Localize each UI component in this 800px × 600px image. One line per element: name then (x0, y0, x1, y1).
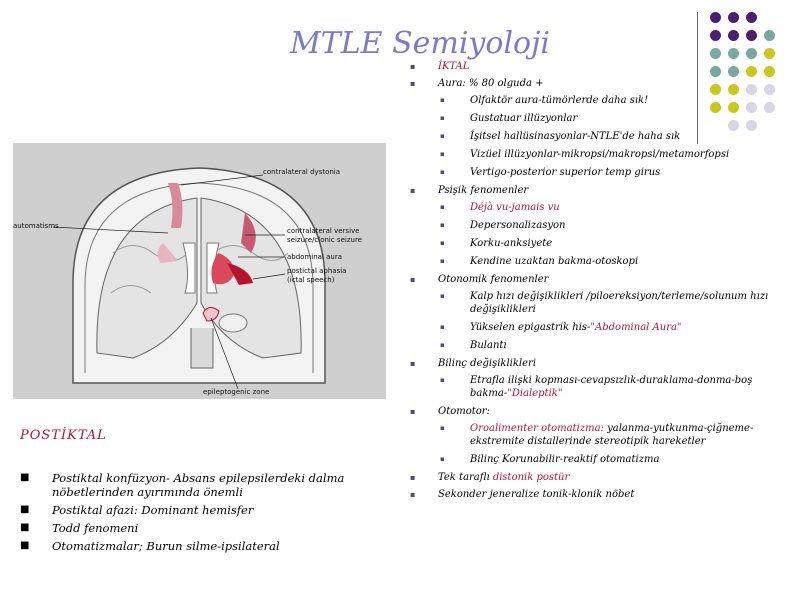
decorative-dot (710, 48, 721, 59)
label-automatisms: automatisms (13, 222, 59, 230)
decorative-dot (764, 84, 775, 95)
postiktal-item: ■Postiktal konfüzyon- Absans epilepsiler… (20, 471, 345, 499)
label-aphasia-line1: postictal aphasia (287, 267, 347, 275)
bullet-icon: ▪ (440, 376, 445, 384)
decorative-dot (764, 66, 775, 77)
decorative-dot (710, 66, 721, 77)
decorative-divider (697, 12, 698, 144)
postiktal-item: ■Todd fenomeni (20, 521, 139, 535)
decorative-dot (728, 30, 739, 41)
label-aphasia-line2: (ictal speech) (287, 276, 335, 284)
outline-subitem: ▪Olfaktör aura-tümörlerde daha sık! (440, 95, 649, 106)
postiktal-item: ■Postiktal afazi: Dominant hemisfer (20, 503, 254, 517)
outline-subitem: ▪Gustatuar illüzyonlar (440, 113, 578, 124)
bullet-icon: ▪ (410, 407, 416, 416)
decorative-dot (728, 12, 739, 23)
label-epileptogenic-zone: epileptogenic zone (203, 388, 270, 396)
bullet-icon: ▪ (410, 490, 416, 499)
decorative-dot (746, 102, 757, 113)
outline-item: ▪Aura: % 80 olguda + (410, 78, 544, 89)
decorative-dot (728, 48, 739, 59)
outline-item: ▪Tek taraflı distonik postür (410, 472, 570, 483)
postiktal-item: ■Otomatizmalar; Burun silme-ipsilateral (20, 539, 280, 553)
outline-item: ▪Bilinç değişiklikleri (410, 358, 537, 369)
decorative-dot (710, 12, 721, 23)
outline-item: ▪İKTAL (410, 61, 470, 72)
bullet-icon: ■ (20, 540, 30, 551)
bullet-icon: ▪ (440, 221, 445, 229)
ictal-outline: ▪İKTAL ▪Aura: % 80 olguda + ▪Olfaktör aura… (408, 60, 780, 505)
outline-subitem: ▪Bilinç Korunabilir-reaktif otomatizma (440, 454, 660, 465)
outline-subitem: ▪Bulantı (440, 340, 507, 351)
decorative-dot (728, 84, 739, 95)
bullet-icon: ■ (20, 504, 30, 515)
brain-coronal-figure: contralateral dystonia automatisms contr… (13, 143, 386, 399)
decorative-dot (728, 102, 739, 113)
bullet-icon: ▪ (440, 203, 445, 211)
bullet-icon: ▪ (410, 275, 416, 284)
postiktal-title: POSTİKTAL (20, 428, 107, 443)
decorative-dot (710, 84, 721, 95)
bullet-icon: ▪ (440, 114, 445, 122)
bullet-icon: ▪ (440, 96, 445, 104)
outline-subitem: ▪Oroalimenter otomatizma: yalanma-yutkun… (440, 423, 754, 447)
outline-subitem: ▪Kalp hızı değişiklikleri /piloereksiyon… (440, 291, 769, 315)
decorative-dot (746, 120, 757, 131)
decorative-dot (746, 12, 757, 23)
label-contralateral-dystonia: contralateral dystonia (263, 168, 341, 176)
decorative-dot (710, 102, 721, 113)
bullet-icon: ▪ (440, 132, 445, 140)
label-versive-line1: contralateral versive (287, 227, 360, 235)
decorative-dot (764, 48, 775, 59)
outline-subitem: ▪Kendine uzaktan bakma-otoskopi (440, 256, 639, 267)
bullet-icon: ▪ (440, 239, 445, 247)
decorative-dot (764, 30, 775, 41)
decorative-dot (746, 84, 757, 95)
outline-subitem: ▪Depersonalizasyon (440, 220, 566, 231)
decorative-dot (746, 48, 757, 59)
outline-subitem: ▪İşitsel hallüsinasyonlar-NTLE'de haha s… (440, 131, 681, 142)
bullet-icon: ▪ (440, 292, 445, 300)
outline-subitem: ▪Déjà vu-jamais vu (440, 202, 560, 213)
outline-subitem: ▪Etrafla ilişki kopması-cevapsızlık-dura… (440, 375, 753, 399)
bullet-icon: ▪ (410, 186, 416, 195)
bullet-icon: ▪ (440, 150, 445, 158)
outline-subitem: ▪Vizüel illüzyonlar-mikropsi/makropsi/me… (440, 149, 730, 160)
outline-item: ▪Otomotor: (410, 406, 490, 417)
bullet-icon: ▪ (410, 359, 416, 368)
bullet-icon: ▪ (440, 257, 445, 265)
outline-item: ▪Sekonder jeneralize tonik-klonik nöbet (410, 489, 635, 500)
bullet-icon: ▪ (410, 79, 416, 88)
decorative-dot (710, 30, 721, 41)
outline-item: ▪Otonomik fenomenler (410, 274, 549, 285)
bullet-icon: ▪ (440, 341, 445, 349)
label-abdominal-aura: abdominal aura (287, 253, 343, 261)
decorative-dot (764, 102, 775, 113)
bullet-icon: ▪ (440, 455, 445, 463)
bullet-icon: ▪ (410, 473, 416, 482)
slide-title: MTLE Semiyoloji (290, 26, 550, 61)
outline-subitem: ▪Vertigo-posterior superior temp girus (440, 167, 661, 178)
outline-subitem: ▪Korku-anksiyete (440, 238, 553, 249)
bullet-icon: ▪ (410, 62, 416, 71)
bullet-icon: ■ (20, 472, 30, 483)
decorative-dot (746, 66, 757, 77)
decorative-dot (728, 66, 739, 77)
outline-item: ▪Psişik fenomenler (410, 185, 529, 196)
postiktal-section: POSTİKTAL ■Postiktal konfüzyon- Absans e… (20, 428, 380, 557)
bullet-icon: ▪ (440, 424, 445, 432)
label-versive-line2: seizure/clonic seizure (287, 236, 362, 244)
decorative-dot (746, 30, 757, 41)
bullet-icon: ■ (20, 522, 30, 533)
bullet-icon: ▪ (440, 168, 445, 176)
decorative-dot (728, 120, 739, 131)
brain-diagram (13, 143, 386, 399)
bullet-icon: ▪ (440, 323, 445, 331)
outline-subitem: ▪Yükselen epigastrik his-"Abdominal Aura… (440, 322, 682, 333)
